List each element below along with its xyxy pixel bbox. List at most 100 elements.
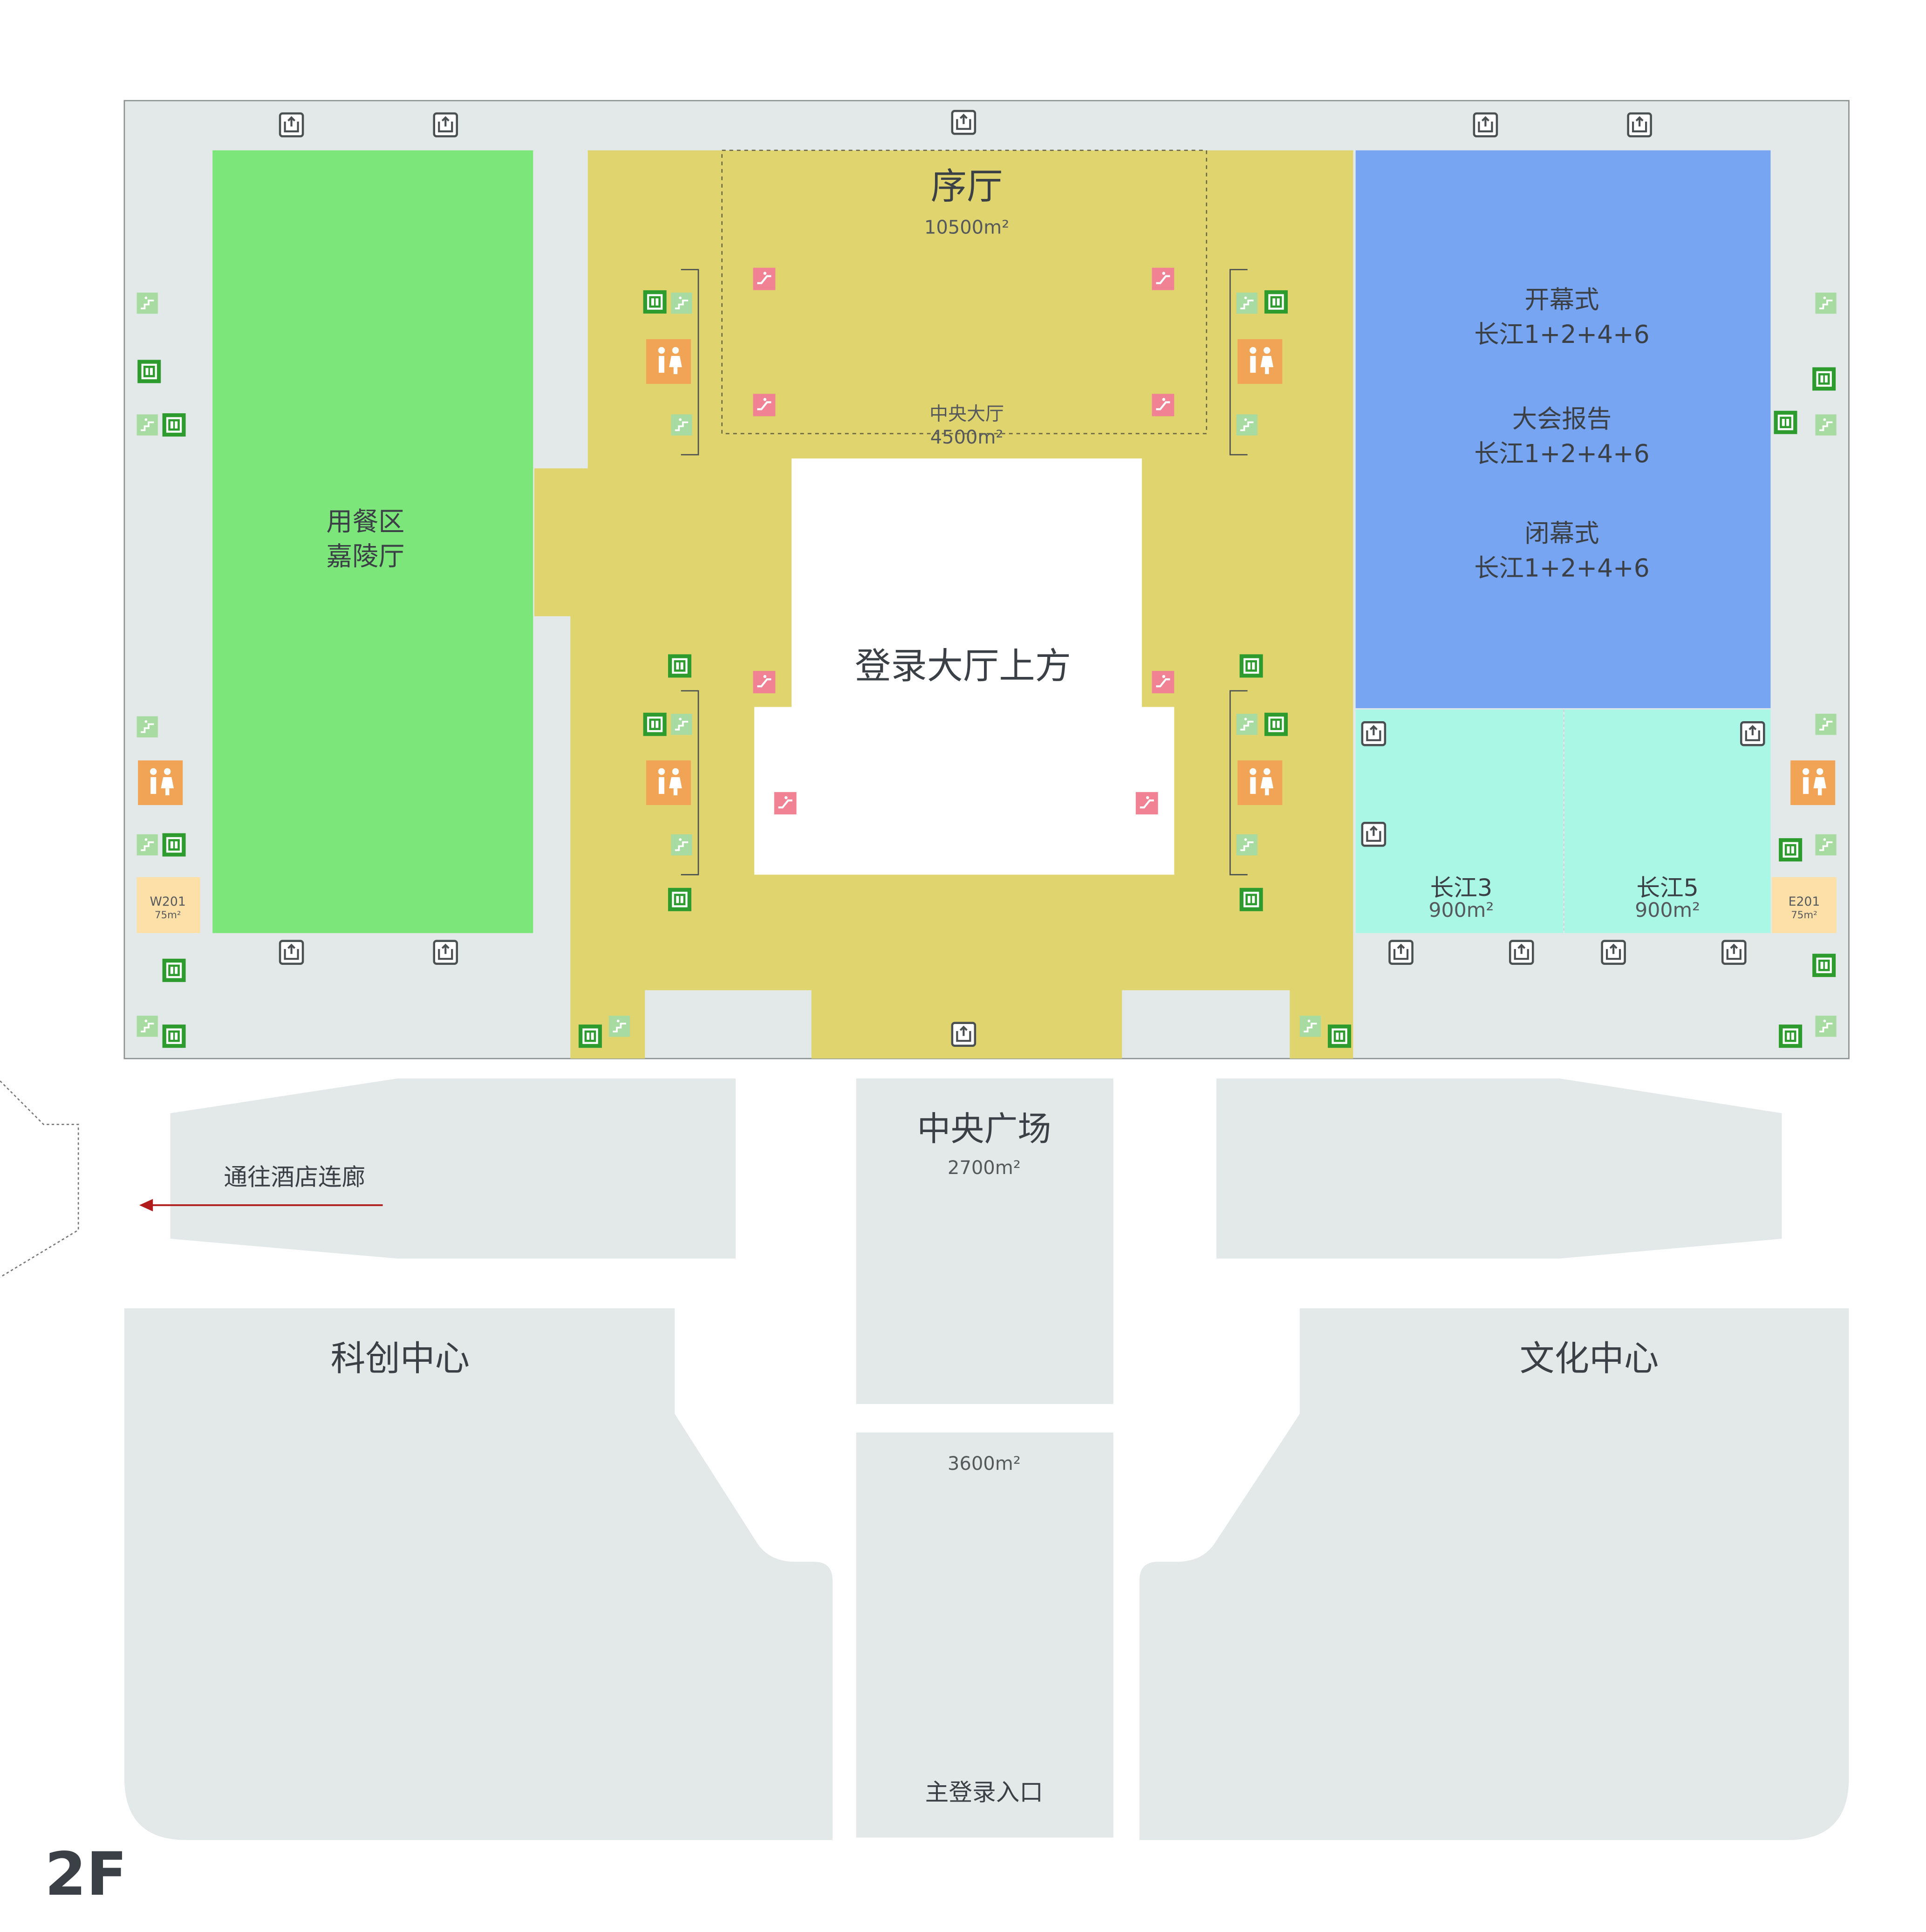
room-e201[interactable]: [1772, 877, 1837, 933]
stairs-icon[interactable]: [1236, 414, 1257, 435]
stairs-icon[interactable]: [1815, 714, 1836, 735]
changjiang-3-area: 900m²: [1428, 899, 1494, 922]
escalator-icon[interactable]: [753, 268, 775, 290]
elevator-icon[interactable]: [1779, 1024, 1802, 1048]
elevator-icon[interactable]: [163, 959, 186, 982]
entrance-exit-icon[interactable]: [1722, 941, 1745, 964]
entrance-exit-icon[interactable]: [1602, 941, 1625, 964]
stairs-icon[interactable]: [137, 1016, 158, 1037]
w201-label: W201: [150, 894, 186, 909]
escalator-icon[interactable]: [774, 792, 797, 814]
restroom-icon[interactable]: [646, 339, 691, 384]
dining-area-label: 用餐区: [326, 507, 404, 537]
opening-room-label: 长江1+2+4+6: [1474, 320, 1649, 349]
closing-room-label: 长江1+2+4+6: [1474, 553, 1649, 582]
entrance-exit-icon[interactable]: [1390, 941, 1413, 964]
elevator-icon[interactable]: [1264, 713, 1288, 736]
innovation-center-block[interactable]: [124, 1308, 833, 1840]
plenary-label: 大会报告: [1512, 404, 1612, 433]
entrance-exit-icon[interactable]: [280, 941, 303, 964]
central-plaza[interactable]: [856, 1078, 1113, 1404]
elevator-icon[interactable]: [1774, 411, 1797, 434]
e201-label: E201: [1789, 894, 1820, 909]
entrance-exit-icon[interactable]: [952, 1023, 975, 1046]
elevator-icon[interactable]: [1779, 838, 1802, 861]
elevator-icon[interactable]: [1264, 290, 1288, 314]
stairs-icon[interactable]: [137, 414, 158, 435]
culture-center-block[interactable]: [1139, 1308, 1849, 1840]
room-w201[interactable]: [137, 877, 200, 933]
main-entrance-label: 主登录入口: [925, 1778, 1043, 1806]
stairs-icon[interactable]: [1815, 834, 1836, 855]
elevator-icon[interactable]: [163, 1024, 186, 1048]
escalator-icon[interactable]: [753, 671, 775, 693]
stairs-icon[interactable]: [137, 716, 158, 737]
plaza-lower-area: 3600m²: [948, 1453, 1021, 1475]
w201-area: 75m²: [155, 909, 181, 921]
room-changjiang-5[interactable]: [1564, 709, 1771, 933]
escalator-icon[interactable]: [753, 394, 775, 416]
stairs-icon[interactable]: [671, 414, 692, 435]
dining-hall[interactable]: [212, 150, 533, 933]
escalator-icon[interactable]: [1152, 268, 1174, 290]
stairs-icon[interactable]: [1300, 1016, 1321, 1037]
stairs-icon[interactable]: [1815, 1016, 1836, 1037]
stairs-icon[interactable]: [1236, 293, 1257, 314]
restroom-icon[interactable]: [138, 760, 183, 806]
plaza-lower[interactable]: [856, 1432, 1113, 1838]
entrance-exit-icon[interactable]: [1362, 823, 1385, 846]
entrance-exit-icon[interactable]: [952, 111, 975, 134]
room-changjiang-3[interactable]: [1355, 709, 1564, 933]
stairs-icon[interactable]: [671, 834, 692, 855]
central-hall-label: 中央大厅: [929, 403, 1004, 424]
elevator-icon[interactable]: [1328, 1024, 1351, 1048]
stairs-icon[interactable]: [1815, 293, 1836, 314]
changjiang-3-label: 长江3: [1430, 874, 1493, 901]
elevator-icon[interactable]: [668, 654, 691, 677]
restroom-icon[interactable]: [646, 760, 691, 806]
elevator-icon[interactable]: [1812, 367, 1836, 390]
stairs-icon[interactable]: [609, 1016, 630, 1037]
hotel-corridor-label: 通往酒店连廊: [224, 1163, 365, 1191]
innovation-center-label: 科创中心: [331, 1338, 470, 1379]
elevator-icon[interactable]: [163, 833, 186, 856]
entrance-exit-icon[interactable]: [1741, 722, 1764, 745]
elevator-icon[interactable]: [137, 360, 161, 383]
restroom-icon[interactable]: [1237, 760, 1283, 806]
conference-hall[interactable]: [1355, 150, 1771, 709]
entrance-exit-icon[interactable]: [1474, 114, 1497, 137]
corridor-block-left: [170, 1078, 736, 1259]
elevator-icon[interactable]: [643, 713, 667, 736]
stairs-icon[interactable]: [137, 834, 158, 855]
plenary-room-label: 长江1+2+4+6: [1474, 439, 1649, 468]
central-plaza-label: 中央广场: [917, 1109, 1051, 1148]
stairs-icon[interactable]: [671, 714, 692, 735]
stairs-icon[interactable]: [137, 293, 158, 314]
central-plaza-area: 2700m²: [948, 1157, 1021, 1179]
entrance-exit-icon[interactable]: [1362, 722, 1385, 745]
stairs-icon[interactable]: [1236, 834, 1257, 855]
elevator-icon[interactable]: [1240, 654, 1263, 677]
escalator-icon[interactable]: [1152, 671, 1174, 693]
entrance-exit-icon[interactable]: [434, 114, 457, 137]
escalator-icon[interactable]: [1136, 792, 1158, 814]
entrance-exit-icon[interactable]: [1628, 114, 1651, 137]
entrance-exit-icon[interactable]: [1510, 941, 1533, 964]
corridor-block-right: [1216, 1078, 1782, 1259]
opening-ceremony-label: 开幕式: [1524, 285, 1599, 314]
entrance-exit-icon[interactable]: [434, 941, 457, 964]
escalator-icon[interactable]: [1152, 394, 1174, 416]
entrance-exit-icon[interactable]: [280, 114, 303, 137]
elevator-icon[interactable]: [643, 290, 667, 314]
elevator-icon[interactable]: [1240, 888, 1263, 911]
stairs-icon[interactable]: [1815, 414, 1836, 435]
elevator-icon[interactable]: [668, 888, 691, 911]
elevator-icon[interactable]: [163, 413, 186, 437]
registration-above-label: 登录大厅上方: [855, 645, 1071, 687]
stairs-icon[interactable]: [1236, 714, 1257, 735]
restroom-icon[interactable]: [1237, 339, 1283, 384]
elevator-icon[interactable]: [1812, 954, 1836, 977]
elevator-icon[interactable]: [579, 1024, 602, 1048]
restroom-icon[interactable]: [1790, 760, 1836, 806]
stairs-icon[interactable]: [671, 293, 692, 314]
